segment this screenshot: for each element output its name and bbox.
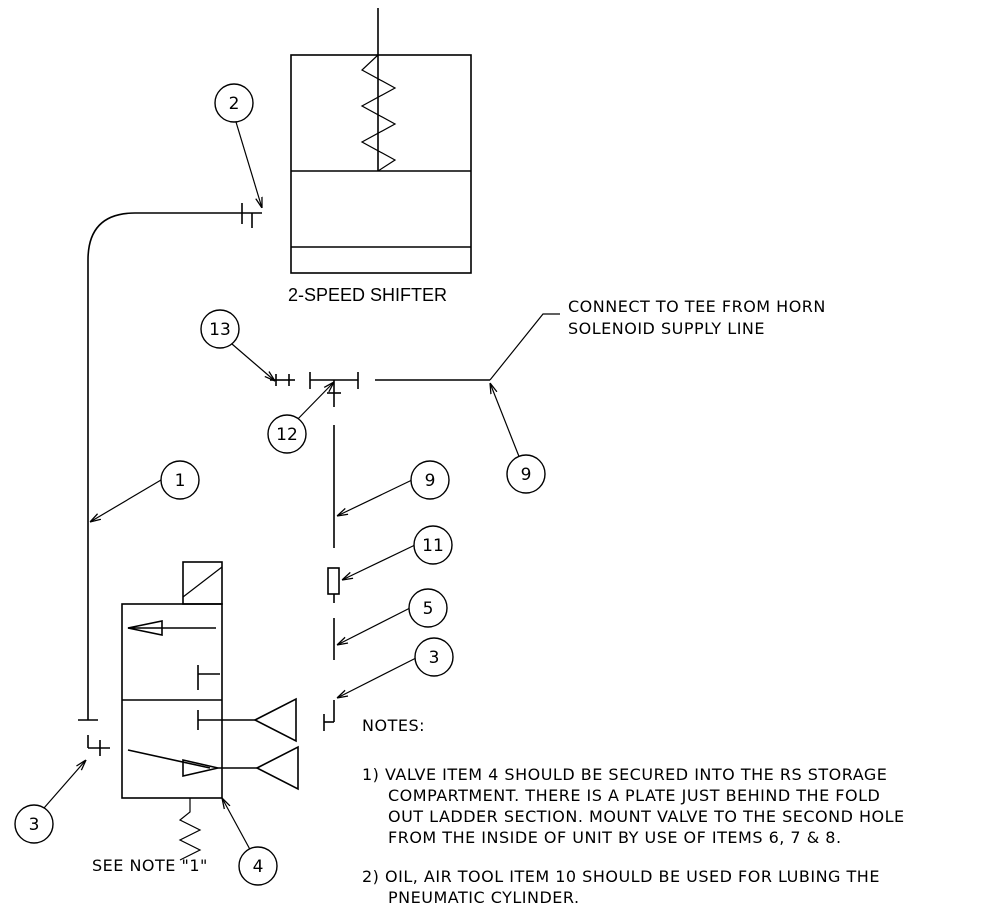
shifter-title: 2-SPEED SHIFTER [288,285,447,305]
balloon-4: 4 [238,846,278,886]
balloon-3-right: 3 [414,637,454,677]
note-1-line-4: FROM THE INSIDE OF UNIT BY USE OF ITEMS … [388,828,842,847]
svg-text:2: 2 [229,94,240,114]
callout-line-2: SOLENOID SUPPLY LINE [568,319,765,338]
svg-text:3: 3 [29,815,40,835]
see-note-label: SEE NOTE "1" [92,856,208,875]
note-1-line-1: 1) VALVE ITEM 4 SHOULD BE SECURED INTO T… [362,765,887,784]
callout-leader [489,313,560,381]
exhaust-triangle-lower [255,745,299,791]
shifter-cylinder [290,8,472,274]
balloon-5: 5 [408,588,448,628]
svg-text:1: 1 [175,471,186,491]
balloon-9-supply: 9 [506,454,546,494]
note-1-line-2: COMPARTMENT. THERE IS A PLATE JUST BEHIN… [388,786,880,805]
balloon-3-left: 3 [14,804,54,844]
exhaust-triangle-upper [253,697,297,743]
callout-line-1: CONNECT TO TEE FROM HORN [568,297,826,316]
balloon-9-line: 9 [410,460,450,500]
svg-text:4: 4 [253,857,264,877]
solenoid-box [182,561,223,605]
svg-text:12: 12 [276,425,298,445]
note-2-line-1: 2) OIL, AIR TOOL ITEM 10 SHOULD BE USED … [362,867,880,886]
solenoid-valve [121,561,299,861]
notes-heading: NOTES: [362,716,425,735]
svg-text:11: 11 [422,536,444,556]
svg-text:13: 13 [209,320,231,340]
spring-symbol [360,54,397,172]
balloon-13: 13 [200,309,240,349]
balloon-11: 11 [413,525,453,565]
svg-text:5: 5 [423,599,434,619]
air-line-item-1 [87,212,242,707]
fitting-item-11 [327,567,340,595]
svg-text:3: 3 [429,648,440,668]
notes-block: NOTES: 1) VALVE ITEM 4 SHOULD BE SECURED… [362,716,905,907]
tee-assembly [270,372,490,731]
balloon-2: 2 [214,83,254,123]
note-1-line-3: OUT LADDER SECTION. MOUNT VALVE TO THE S… [388,807,905,826]
valve-spring-symbol [178,798,202,861]
svg-text:9: 9 [425,471,436,491]
note-2-line-2: PNEUMATIC CYLINDER. [388,888,580,907]
svg-text:9: 9 [521,465,532,485]
balloon-1: 1 [160,460,200,500]
balloon-12: 12 [267,414,307,454]
